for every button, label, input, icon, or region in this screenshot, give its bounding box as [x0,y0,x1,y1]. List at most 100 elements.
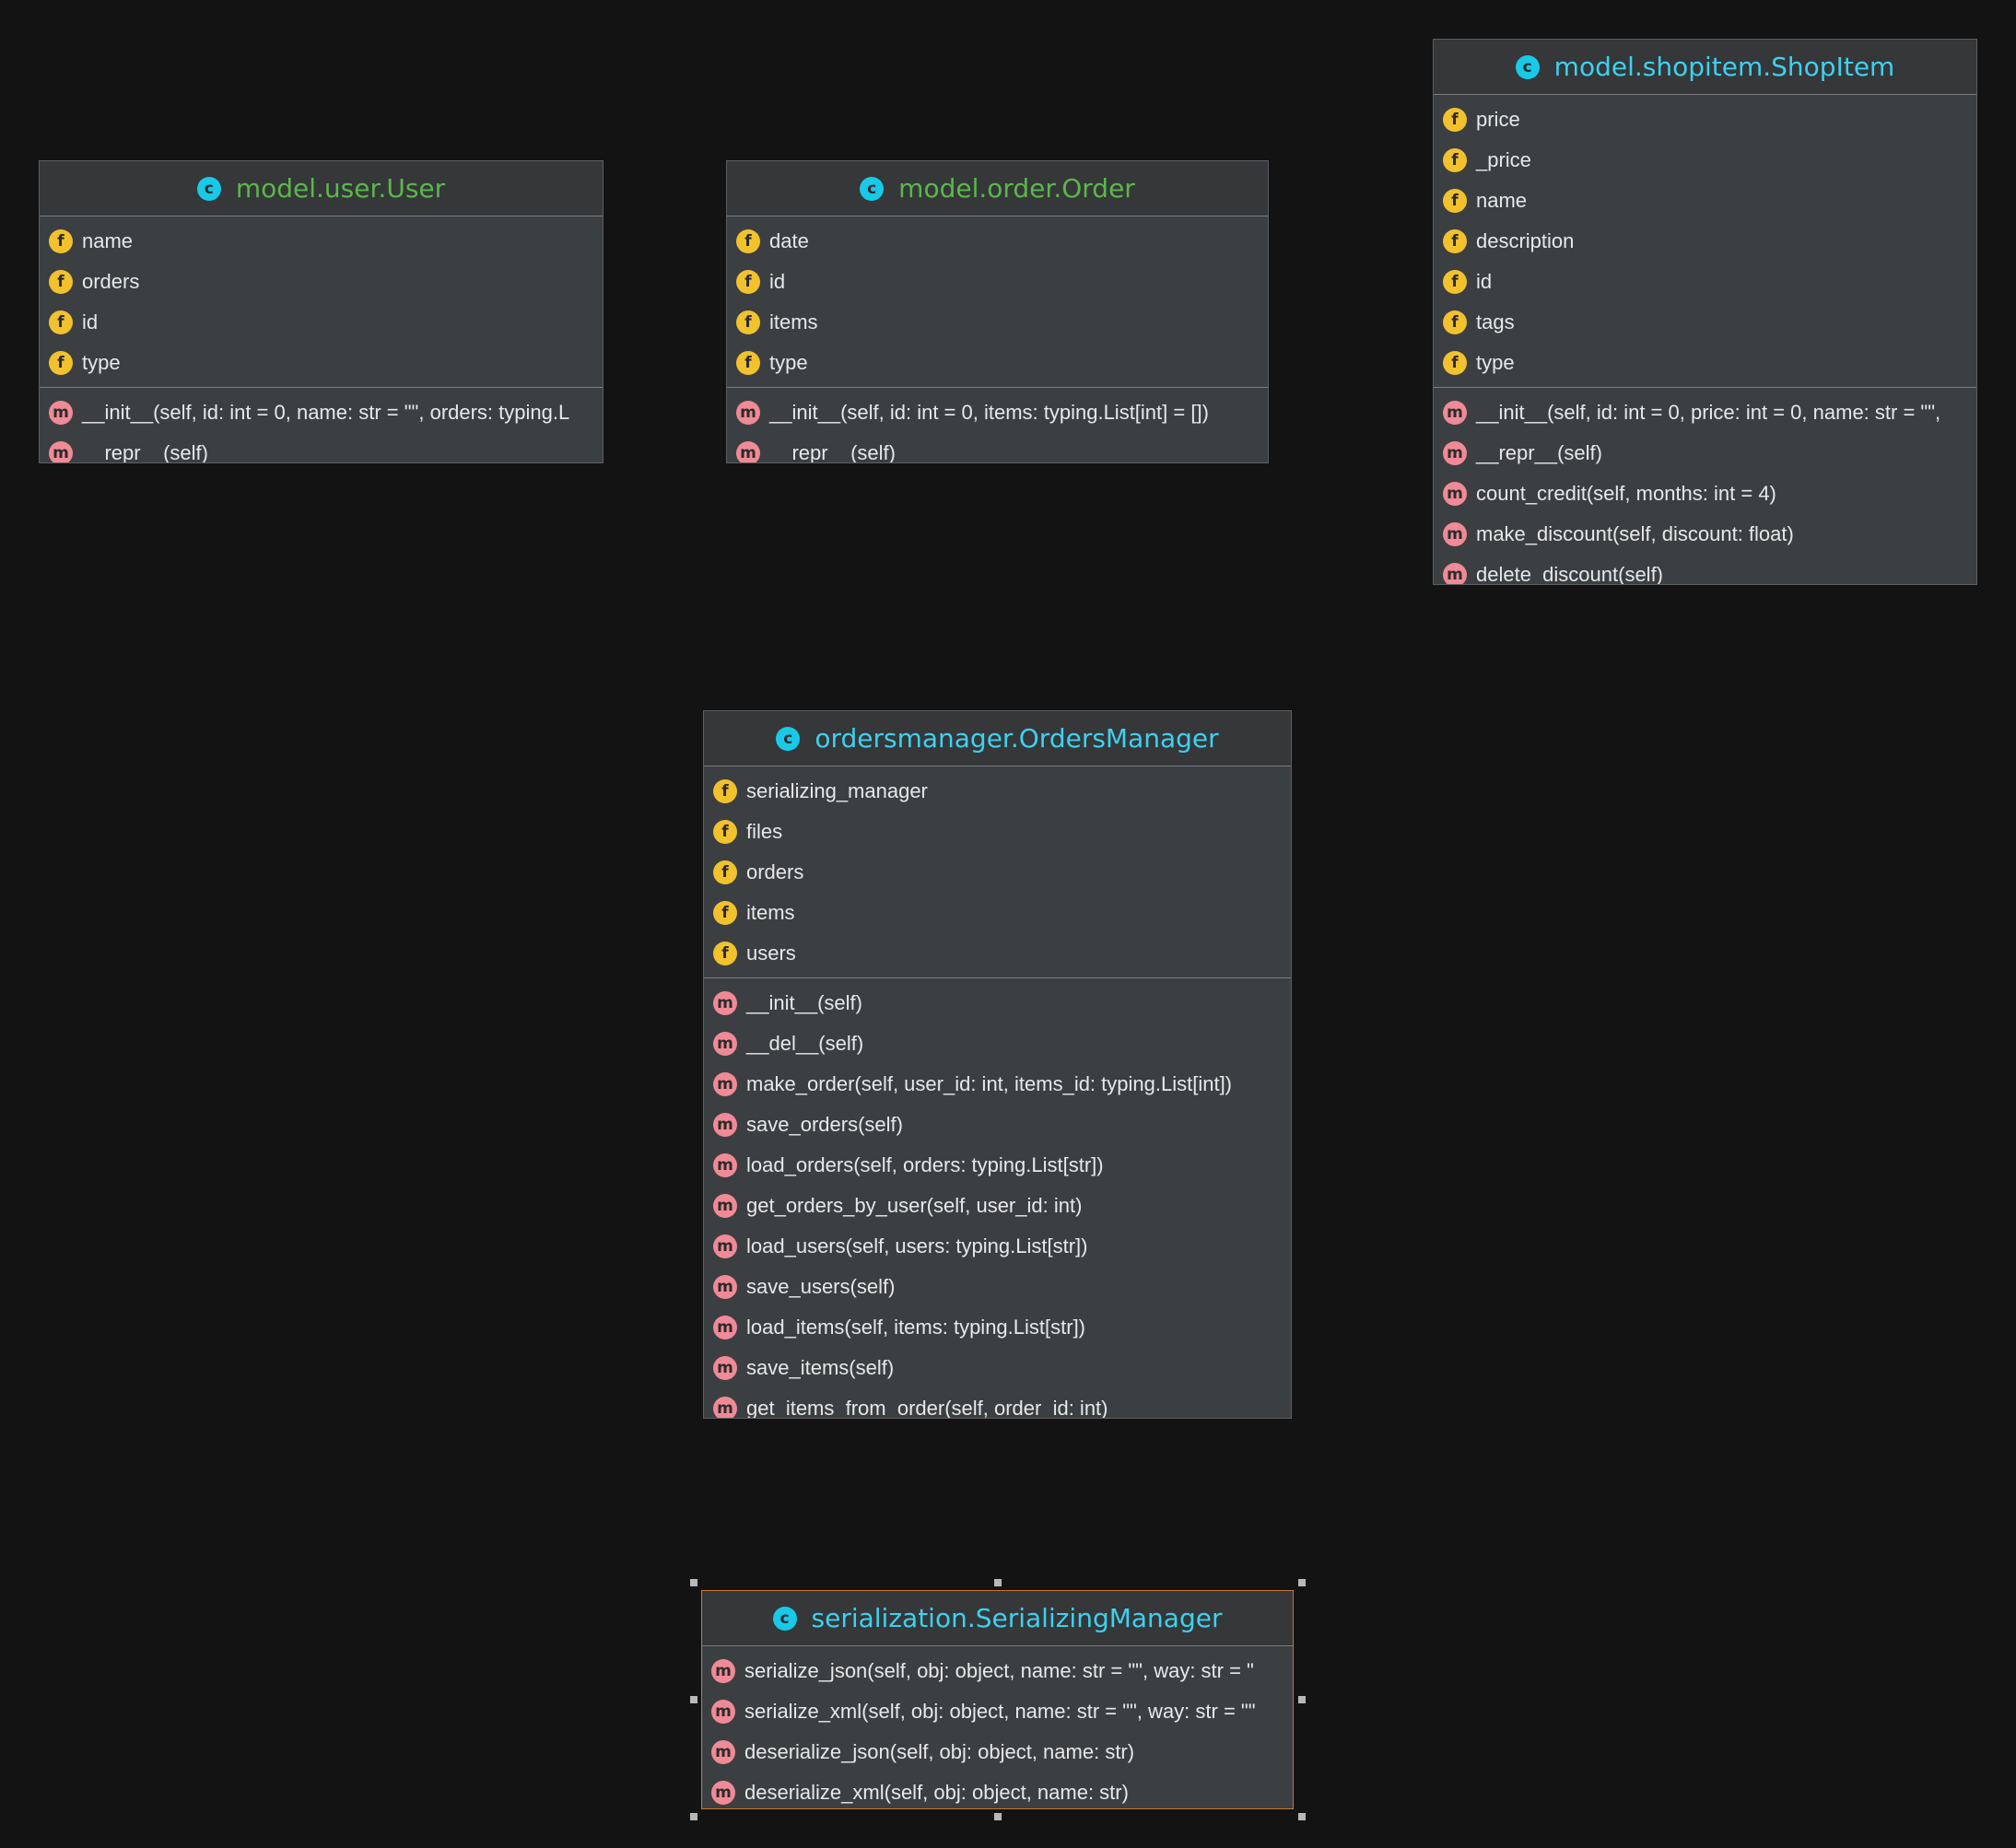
resize-handle-bottom-left[interactable] [690,1813,697,1820]
method-signature: save_users(self) [746,1275,896,1298]
method-signature: save_items(self) [746,1356,895,1379]
method-icon: m [1443,563,1467,584]
method-signature: load_items(self, items: typing.List[str]… [746,1316,1086,1339]
method-signature: __init__(self, id: int = 0, items: typin… [769,401,1209,424]
method-icon: m [49,401,73,425]
resize-handle-top-left[interactable] [690,1579,697,1586]
field-icon: f [736,310,760,334]
method-row[interactable]: m __init__(self, id: int = 0, name: str =… [40,392,603,433]
field-icon: f [736,351,760,375]
method-signature: __init__(self) [746,991,862,1014]
method-icon: m [736,441,760,462]
method-signature: delete_discount(self) [1476,563,1664,585]
field-icon: f [49,270,73,294]
field-name: type [82,351,121,374]
method-signature: deserialize_xml(self, obj: object, name:… [744,1781,1129,1804]
resize-handle-top-middle[interactable] [994,1579,1002,1586]
field-name: files [746,820,783,843]
resize-handle-bottom-right[interactable] [1298,1813,1306,1820]
method-row[interactable]: m__repr__(self) [40,433,603,462]
field-name: items [746,901,795,924]
method-row[interactable]: m__init__(self, id: int = 0, items: typi… [727,392,1268,433]
class-icon: c [1515,54,1540,79]
method-icon: m [711,1740,735,1764]
method-row[interactable]: m __repr__(self) [727,433,1268,463]
method-icon: m [713,1234,737,1258]
method-icon: m [1443,522,1467,546]
resize-handle-bottom-middle[interactable] [994,1813,1002,1820]
method-row[interactable]: m save_users(self) [704,1267,1291,1307]
class-name: serialization.SerializingManager [811,1603,1223,1633]
method-signature: serialize_xml(self, obj: object, name: s… [744,1700,1256,1723]
field-row[interactable]: f_price [1434,140,1976,181]
resize-handle-middle-right[interactable] [1298,1696,1306,1703]
method-icon: m [713,1032,737,1056]
methods-section: m__init__(self, id: int = 0, price: int … [1434,387,1976,585]
field-name: id [82,310,99,333]
method-row[interactable]: m__init__(self, id: int = 0, price: int … [1434,392,1976,433]
method-row[interactable]: m delete_discount(self) [1434,555,1976,585]
method-icon: m [713,1275,737,1299]
field-name: orders [82,270,140,293]
method-row[interactable]: m__del__(self) [704,1023,1291,1064]
method-signature: __init__(self, id: int = 0, name: str = … [82,401,570,424]
methods-section: m __init__(self, id: int = 0, items: typi… [727,387,1268,463]
method-signature: __repr__(self) [769,441,896,463]
method-signature: get_orders_by_user(self, user_id: int) [746,1194,1083,1217]
method-row[interactable]: m__repr__(self) [1434,433,1976,474]
resize-handle-top-right[interactable] [1298,1579,1306,1586]
method-row[interactable]: m serialize_json(self, obj: object, name:… [702,1651,1293,1691]
method-icon: m [713,1356,737,1380]
method-row[interactable]: m save_items(self) [704,1348,1291,1388]
field-name: id [1476,270,1493,293]
class-icon: c [860,176,885,201]
method-icon: m [711,1659,735,1683]
method-row[interactable]: m__init__(self) [704,983,1291,1023]
method-signature: count_credit(self, months: int = 4) [1476,482,1776,505]
method-signature: serialize_json(self, obj: object, name: … [744,1659,1254,1682]
method-signature: make_order(self, user_id: int, items_id:… [746,1072,1233,1095]
resize-handle-middle-left[interactable] [690,1696,697,1703]
